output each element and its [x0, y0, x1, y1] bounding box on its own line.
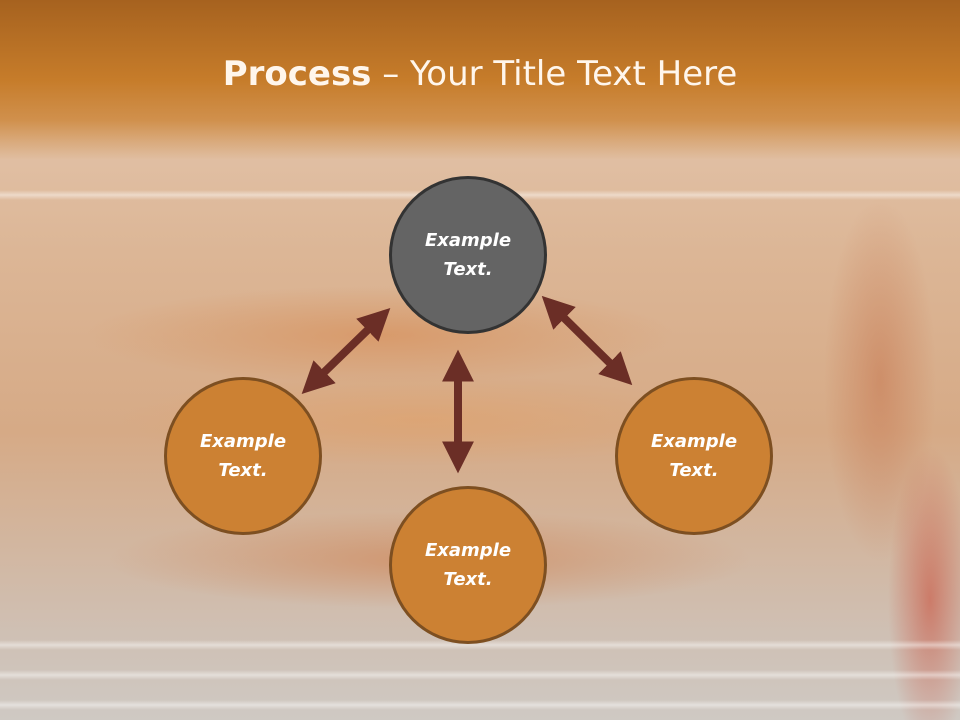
node-text-line2: Text. — [443, 259, 493, 280]
slide-title[interactable]: Process – Your Title Text Here — [0, 52, 960, 96]
node-text-line2: Text. — [218, 460, 268, 481]
title-rest: – Your Title Text Here — [371, 54, 738, 94]
node-text-line1: Example — [650, 431, 738, 452]
title-band — [0, 0, 960, 160]
process-node-right[interactable]: Example Text. — [615, 377, 773, 535]
node-text-line2: Text. — [669, 460, 719, 481]
double-arrow-right — [541, 295, 633, 386]
node-text-line1: Example — [199, 431, 287, 452]
grill-bar — [0, 640, 960, 650]
double-arrow-left — [301, 307, 391, 395]
process-node-bottom[interactable]: Example Text. — [389, 486, 547, 644]
grill-bar — [0, 700, 960, 710]
process-node-left[interactable]: Example Text. — [164, 377, 322, 535]
node-text-line1: Example — [424, 230, 512, 251]
process-node-top[interactable]: Example Text. — [389, 176, 547, 334]
node-text-line1: Example — [424, 540, 512, 561]
title-bold: Process — [222, 54, 372, 94]
grill-bar — [0, 670, 960, 680]
node-text-line2: Text. — [443, 569, 493, 590]
